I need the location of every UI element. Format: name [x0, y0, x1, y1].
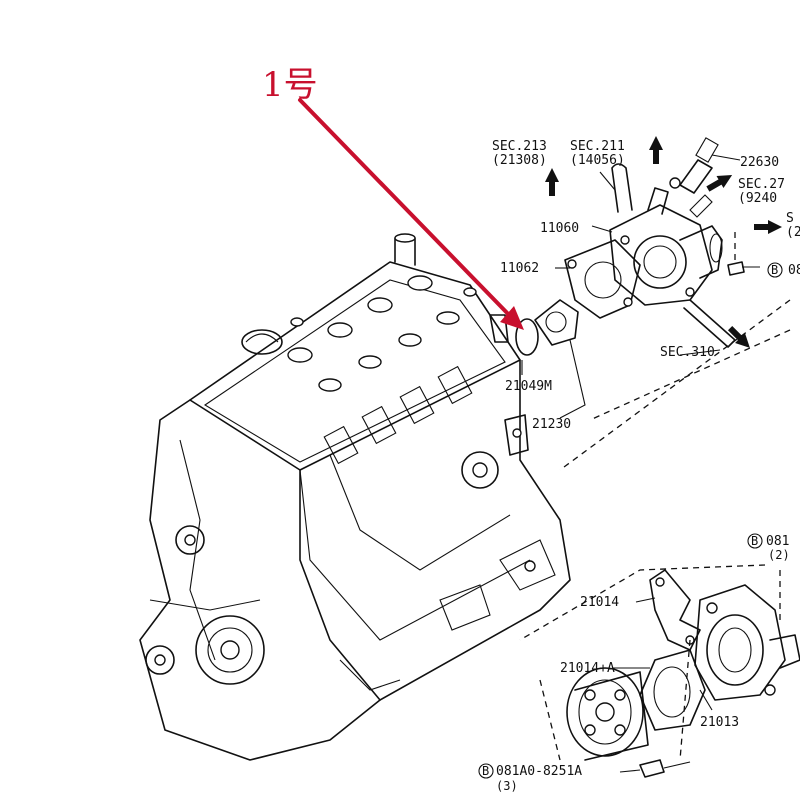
label-11062: 11062: [500, 261, 539, 276]
svg-text:B: B: [771, 263, 778, 277]
arrow-icon: [649, 136, 663, 164]
head-plugs: [287, 275, 460, 392]
label-21014: 21014: [580, 595, 619, 610]
part-labels: SEC.213 (21308) SEC.211 (14056) 22630 SE…: [492, 139, 800, 793]
callout-label: 1号: [262, 65, 318, 105]
arrow-icon: [545, 168, 559, 196]
arrow-icon: [754, 220, 782, 234]
label-21014a: 21014+A: [560, 661, 615, 676]
label-sec-s: S: [786, 211, 794, 226]
arrow-icon: [706, 175, 733, 192]
direction-arrows: [545, 136, 782, 348]
engine-block: [139, 233, 571, 761]
bolt-marker-icon: B: [478, 763, 494, 779]
label-sec-s-ref: (2: [786, 225, 800, 240]
label-sec-211-ref: (14056): [570, 153, 625, 168]
exhaust-ports: [323, 365, 473, 465]
seal-ring: [515, 318, 539, 356]
label-sec-27: SEC.27: [738, 177, 785, 192]
label-bolt-bottom-qty: (3): [496, 779, 518, 793]
bolt-marker-icon: B: [767, 262, 783, 278]
label-21013: 21013: [700, 715, 739, 730]
callout-arrowhead-icon: [500, 306, 524, 330]
svg-text:B: B: [751, 534, 758, 548]
svg-text:B: B: [482, 764, 489, 778]
label-11060: 11060: [540, 221, 579, 236]
label-21049m: 21049M: [505, 379, 552, 394]
label-sec-27-ref: (9240: [738, 191, 777, 206]
label-bolt-right: 081: [766, 534, 789, 549]
label-bolt-right-qty: (2): [768, 548, 790, 562]
label-sec-213-ref: (21308): [492, 153, 547, 168]
label-21230: 21230: [532, 417, 571, 432]
water-pump-assembly: [566, 569, 800, 778]
label-sec-211: SEC.211: [570, 139, 625, 154]
reference-lines: [519, 232, 791, 761]
red-callout: 1号: [262, 65, 524, 330]
label-sec-213: SEC.213: [492, 139, 547, 154]
label-sec-310: SEC.310: [660, 345, 715, 360]
bolt-marker-icon: B: [747, 533, 763, 549]
label-22630: 22630: [740, 155, 779, 170]
callout-arrow-line: [298, 98, 514, 320]
label-bolt-top: 08: [788, 263, 800, 278]
label-bolt-bottom: 081A0-8251A: [496, 764, 582, 779]
leader-lines: [521, 154, 741, 773]
arrow-icon: [727, 325, 750, 348]
thermostat-housing: [515, 137, 760, 356]
bolt-markers: B B B: [478, 262, 783, 779]
